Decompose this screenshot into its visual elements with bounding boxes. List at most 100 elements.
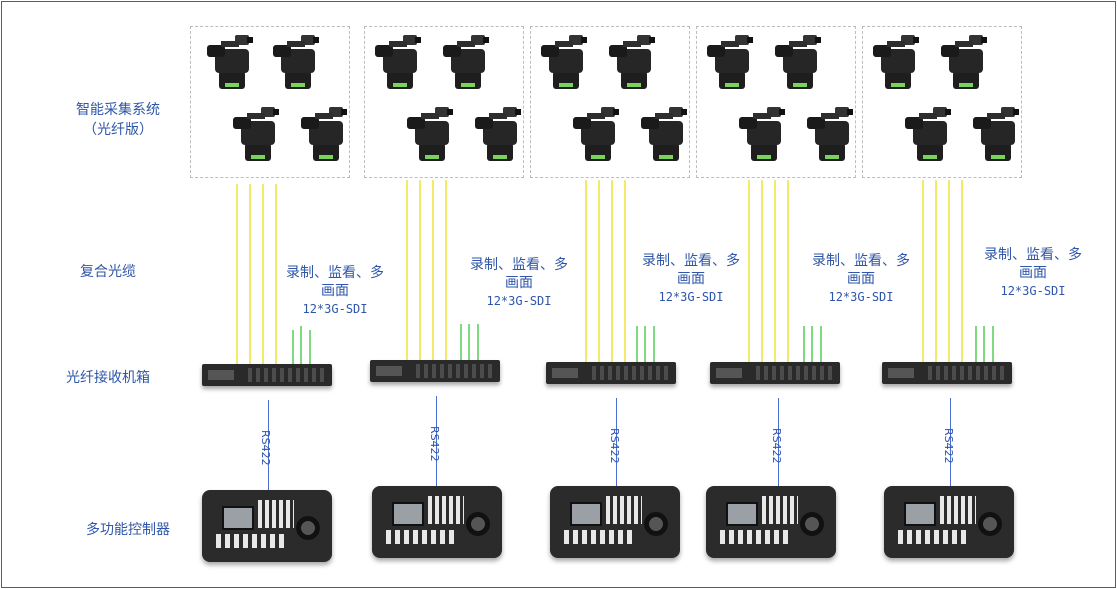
camera-group-4 <box>696 26 856 178</box>
fiber-line <box>922 180 924 362</box>
rack-logo <box>552 368 578 378</box>
controller-screen <box>570 502 602 526</box>
fiber-line <box>611 180 613 362</box>
fiber-receiver-rack <box>202 364 332 386</box>
camera-group-1 <box>190 26 350 178</box>
capture-system-label: 智能采集系统 （光纤版） <box>58 100 178 140</box>
rack-ports <box>592 366 670 380</box>
sdi-label-line1: 录制、监看、多 <box>984 247 1082 263</box>
fiber-line <box>948 180 950 362</box>
sdi-label-4: 录制、监看、多 画面 12*3G-SDI <box>798 252 924 306</box>
controller-keys <box>216 534 286 548</box>
fiber-receiver-rack <box>882 362 1012 384</box>
fiber-line <box>961 180 963 362</box>
sdi-label-code: 12*3G-SDI <box>1000 284 1066 298</box>
ptz-camera-icon <box>231 103 281 165</box>
ptz-camera-icon <box>539 31 589 93</box>
fiber-line <box>275 184 277 364</box>
sdi-line <box>636 326 638 362</box>
fiber-line <box>787 180 789 362</box>
sdi-label-code: 12*3G-SDI <box>828 290 894 304</box>
controller-screen <box>222 506 254 530</box>
sdi-label-2: 录制、监看、多 画面 12*3G-SDI <box>456 256 582 310</box>
rack-ports <box>416 364 494 378</box>
ptz-camera-icon <box>971 103 1021 165</box>
rack-ports <box>756 366 834 380</box>
fiber-line <box>236 184 238 364</box>
sdi-label-code: 12*3G-SDI <box>486 294 552 308</box>
sdi-line <box>300 326 302 364</box>
joystick-icon <box>644 512 668 536</box>
ptz-camera-icon <box>939 31 989 93</box>
fiber-receiver-rack <box>710 362 840 384</box>
ptz-camera-icon <box>271 31 321 93</box>
ptz-camera-icon <box>773 31 823 93</box>
sdi-line <box>653 326 655 362</box>
sdi-label-line2: 画面 <box>847 271 875 287</box>
controller-label: 多功能控制器 <box>86 522 170 538</box>
ptz-camera-icon <box>205 31 255 93</box>
ptz-camera-icon <box>473 103 523 165</box>
fiber-line <box>624 180 626 362</box>
ptz-camera-icon <box>903 103 953 165</box>
sdi-label-5: 录制、监看、多 画面 12*3G-SDI <box>970 246 1096 300</box>
sdi-line <box>811 326 813 362</box>
fiber-line <box>761 180 763 362</box>
sdi-line <box>820 326 822 362</box>
rack-ports <box>248 368 326 382</box>
sdi-label-3: 录制、监看、多 画面 12*3G-SDI <box>628 252 754 306</box>
joystick-icon <box>800 512 824 536</box>
multifunction-controller <box>706 486 836 558</box>
sdi-label-line2: 画面 <box>1019 265 1047 281</box>
sdi-line <box>309 330 311 364</box>
fiber-line <box>262 184 264 364</box>
sdi-line <box>460 324 462 360</box>
controller-keys <box>720 530 790 544</box>
ptz-camera-icon <box>441 31 491 93</box>
rs422-line <box>436 396 437 488</box>
joystick-icon <box>296 516 320 540</box>
rack-logo <box>376 366 402 376</box>
camera-group-3 <box>530 26 690 178</box>
multifunction-controller <box>884 486 1014 558</box>
controller-keys <box>940 496 976 524</box>
ptz-camera-icon <box>571 103 621 165</box>
rs422-label: RS422 <box>942 428 955 464</box>
rs422-label: RS422 <box>259 430 272 466</box>
ptz-camera-icon <box>405 103 455 165</box>
capture-system-subtitle: （光纤版） <box>83 122 153 138</box>
camera-group-5 <box>862 26 1022 178</box>
multifunction-controller <box>550 486 680 558</box>
rs422-line <box>950 398 951 488</box>
composite-cable-label: 复合光缆 <box>80 264 136 280</box>
camera-group-2 <box>364 26 524 178</box>
ptz-camera-icon <box>705 31 755 93</box>
controller-keys <box>606 496 642 524</box>
controller-keys <box>564 530 634 544</box>
rs422-line <box>268 400 269 490</box>
fiber-line <box>406 180 408 360</box>
sdi-label-code: 12*3G-SDI <box>302 302 368 316</box>
rs422-label: RS422 <box>428 426 441 462</box>
ptz-camera-icon <box>805 103 855 165</box>
rs422-label: RS422 <box>608 428 621 464</box>
ptz-camera-icon <box>373 31 423 93</box>
controller-screen <box>904 502 936 526</box>
sdi-line <box>292 330 294 364</box>
sdi-label-line1: 录制、监看、多 <box>812 253 910 269</box>
sdi-line <box>644 326 646 362</box>
ptz-camera-icon <box>639 103 689 165</box>
capture-system-title: 智能采集系统 <box>76 102 160 118</box>
controller-keys <box>428 496 464 524</box>
rack-logo <box>208 370 234 380</box>
fiber-line <box>419 180 421 360</box>
sdi-line <box>983 326 985 362</box>
rs422-line <box>616 398 617 488</box>
fiber-line <box>432 180 434 360</box>
fiber-line <box>748 180 750 362</box>
rack-ports <box>928 366 1006 380</box>
joystick-icon <box>978 512 1002 536</box>
sdi-line <box>803 326 805 362</box>
rs422-line <box>778 398 779 488</box>
